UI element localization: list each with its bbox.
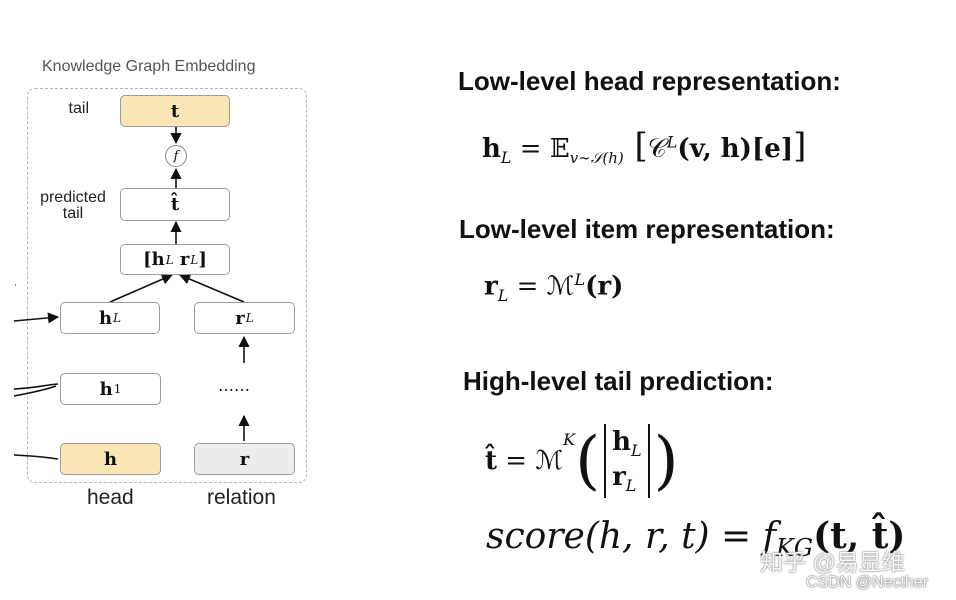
- node-f: f: [165, 145, 187, 167]
- eq-tail-row2-sub: L: [625, 476, 637, 496]
- eq-head-C: 𝒞: [647, 134, 667, 164]
- eq-tail-row1-sub: L: [630, 441, 642, 460]
- footer-head: head: [87, 486, 134, 509]
- diagram-arrows: [13, 127, 250, 460]
- concat-open: [h: [143, 249, 165, 270]
- node-h: h: [60, 443, 161, 475]
- arrow-rL-to-concat: [178, 273, 245, 303]
- footer-relation: relation: [207, 486, 276, 509]
- hL-main: h: [98, 307, 113, 329]
- concat-mid: r: [173, 249, 190, 270]
- eq-item-args: (r): [585, 271, 624, 302]
- eq-tail-paren-close: ): [653, 424, 679, 498]
- eq-item-eq: =: [508, 271, 547, 302]
- rL-sub: L: [245, 311, 254, 325]
- heading-item-representation: Low-level item representation:: [459, 214, 835, 244]
- concat-end: ]: [198, 249, 207, 270]
- eq-tail-M-sup: K: [563, 430, 576, 449]
- eq-head-E-sub: v∼𝒮(h): [569, 149, 624, 168]
- eq-head-E: 𝔼: [549, 134, 570, 164]
- equation-head: hL = 𝔼v∼𝒮(h) [𝒞L(v, h)[e]]: [482, 126, 806, 167]
- score-sub: KG: [775, 534, 814, 563]
- eq-head-eq: =: [511, 134, 550, 164]
- arrow-hL-to-concat: [109, 273, 174, 303]
- score-args: (t, t̂): [813, 515, 906, 557]
- h1-sub: 1: [113, 382, 122, 396]
- equation-score: score(h, r, t) = fKG(t, t̂): [486, 515, 905, 562]
- heading-tail-prediction: High-level tail prediction:: [463, 366, 774, 396]
- score-main: score(h, r, t) = f: [486, 516, 776, 557]
- label-tail: tail: [68, 100, 89, 117]
- node-dots: ……: [218, 376, 250, 395]
- eq-item-lhs: r: [484, 271, 498, 302]
- heading-head-representation: Low-level head representation:: [458, 66, 841, 96]
- rL-main: r: [235, 307, 245, 329]
- line-in-h1: [13, 383, 59, 390]
- eq-head-args: (v, h)[e]: [677, 134, 794, 164]
- line-in-h1-b: [13, 385, 57, 397]
- node-t: t: [120, 95, 230, 127]
- arrow-in-hL: [13, 312, 60, 324]
- eq-tail-row2: r: [612, 462, 626, 492]
- node-t-hat: t̂: [120, 188, 230, 221]
- equation-item: rL = ℳL(r): [484, 270, 623, 305]
- diagram-title: Knowledge Graph Embedding: [42, 58, 256, 75]
- eq-item-lhs-sub: L: [497, 285, 509, 305]
- eq-tail-paren-open: (: [575, 424, 601, 498]
- eq-tail-row1: h: [612, 426, 631, 457]
- edge-mark: ,: [14, 277, 17, 288]
- h1-main: h: [99, 378, 113, 400]
- eq-item-M-sup: L: [574, 270, 586, 289]
- watermark-csdn: CSDN @Necther: [806, 574, 929, 591]
- eq-item-M: ℳ: [546, 271, 575, 302]
- eq-tail-M: ℳ: [535, 446, 564, 476]
- concat-sub2: L: [190, 252, 199, 267]
- hL-sub: L: [113, 311, 122, 325]
- eq-head-close: ]: [793, 126, 807, 166]
- eq-head-lhs: h: [482, 134, 501, 164]
- line-in-h: [13, 454, 59, 460]
- eq-tail-vector: hL rL: [604, 423, 650, 499]
- eq-tail-eq: =: [497, 446, 536, 476]
- diagram-frame: [27, 88, 307, 483]
- watermark-zhihu: 知乎 @易显维: [760, 549, 905, 575]
- eq-head-open: [: [623, 126, 648, 166]
- eq-tail-lhs: t̂: [485, 446, 498, 476]
- eq-head-C-sup: L: [666, 132, 678, 152]
- label-predicted-tail: predicted tail: [40, 189, 106, 222]
- concat-sub1: L: [165, 252, 174, 267]
- eq-head-lhs-sub: L: [500, 148, 512, 168]
- node-r: r: [194, 443, 295, 475]
